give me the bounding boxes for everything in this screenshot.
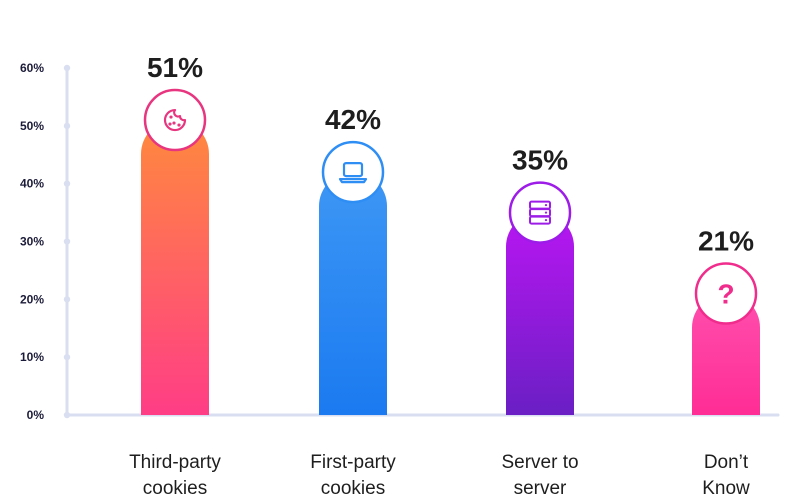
bar (141, 120, 209, 416)
y-tick-label: 60% (20, 61, 44, 75)
bar-badge: ? (694, 262, 758, 325)
y-tick-dot (63, 180, 71, 187)
bar-badge (508, 181, 572, 244)
value-label: 35% (512, 145, 568, 176)
y-tick-label: 0% (27, 408, 45, 422)
value-label: 21% (698, 226, 754, 257)
question-icon: ? (717, 279, 734, 310)
value-label: 42% (325, 104, 381, 135)
bars: ? (141, 88, 760, 416)
svg-text:?: ? (717, 279, 734, 310)
y-tick-dot (63, 411, 71, 419)
y-axis: 0% 10% 20% 30% 40% 50% 60% (20, 61, 780, 422)
y-tick-dot (63, 64, 71, 72)
server-icon (529, 200, 551, 225)
badge-circle (694, 262, 758, 325)
bar (506, 212, 574, 415)
y-tick-dot (63, 296, 71, 303)
y-tick-label: 10% (20, 350, 44, 364)
y-tick-dot (63, 122, 71, 130)
y-tick-dot (63, 353, 71, 361)
bar (692, 293, 760, 415)
badge-circle (508, 181, 572, 244)
cookie-icon (163, 108, 187, 132)
bar-badge (143, 88, 207, 152)
badge-circle (321, 140, 385, 204)
value-label: 51% (147, 52, 203, 83)
y-tick-label: 20% (20, 292, 44, 306)
y-tick-label: 30% (20, 235, 44, 249)
laptop-icon (338, 162, 368, 184)
badge-circle (143, 88, 207, 152)
y-tick-dot (63, 238, 71, 245)
y-tick-label: 50% (20, 119, 44, 133)
bar-badge (321, 140, 385, 204)
y-tick-label: 40% (20, 177, 44, 191)
bar (319, 172, 387, 415)
